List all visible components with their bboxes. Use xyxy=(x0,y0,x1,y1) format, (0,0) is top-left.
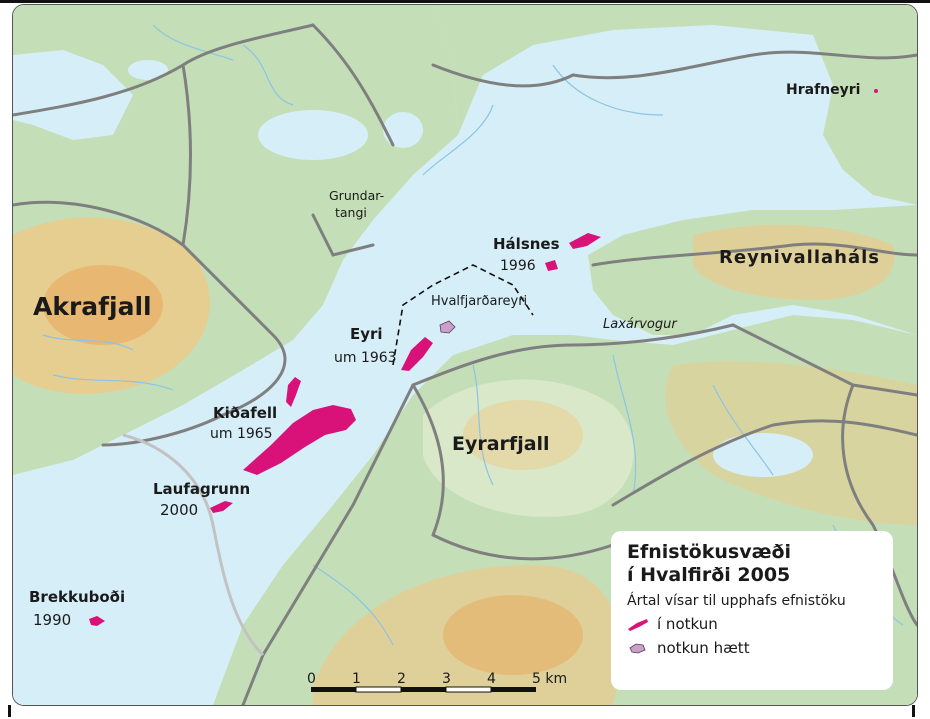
scale-segment-3 xyxy=(401,687,446,692)
map-canvas: Hrafneyri Grundar- tangi Hálsnes 1996 Re… xyxy=(13,5,917,705)
legend-closed-label: notkun hætt xyxy=(657,639,750,657)
legend-title-line1: Efnistökusvæði xyxy=(627,541,792,563)
map-frame: Hrafneyri Grundar- tangi Hálsnes 1996 Re… xyxy=(12,4,918,706)
crop-mark-left xyxy=(8,705,11,717)
grey-road xyxy=(122,433,265,657)
label-kidafell-year: um 1965 xyxy=(210,426,273,442)
label-laufagrunn-year: 2000 xyxy=(160,501,198,519)
extraction-area-halsnes xyxy=(569,233,601,249)
legend-row-closed: notkun hætt xyxy=(627,639,879,657)
label-laxarvogur: Laxárvogur xyxy=(603,317,678,332)
label-kidafell: Kiðafell xyxy=(213,404,277,422)
label-laufagrunn: Laufagrunn xyxy=(153,480,250,498)
scale-segment-2 xyxy=(355,686,402,693)
reynivallahals-highland xyxy=(693,224,895,300)
extraction-area-kidafell-north xyxy=(286,377,301,407)
scale-tick-5: 5 km xyxy=(532,671,567,687)
legend-title-line2: í Hvalfirði 2005 xyxy=(627,564,791,586)
small-lake-2 xyxy=(258,110,368,160)
closed-area-swatch-icon xyxy=(629,643,646,654)
small-lake-1 xyxy=(128,60,168,80)
label-grundartangi-2: tangi xyxy=(335,205,367,220)
label-brekkubodi-year: 1990 xyxy=(33,611,71,629)
label-hvalfjardareyri: Hvalfjarðareyri xyxy=(431,294,527,309)
extraction-area-hvalfjardareyri xyxy=(439,320,456,334)
scale-tick-3: 3 xyxy=(442,671,451,687)
top-border-line xyxy=(0,0,930,3)
scale-tick-0: 0 xyxy=(307,671,316,687)
akrafjall-peak xyxy=(43,265,163,345)
scale-bar: 0 1 2 3 4 5 km xyxy=(307,671,567,693)
scale-segment-1 xyxy=(311,687,356,692)
label-reynivallahals: Reynivallaháls xyxy=(719,247,880,268)
legend-active-label: í notkun xyxy=(657,615,718,633)
north-inlet xyxy=(13,50,133,140)
scale-tick-4: 4 xyxy=(487,671,496,687)
extraction-area-halsnes-small xyxy=(545,260,558,271)
label-hrafneyri: Hrafneyri xyxy=(786,82,860,98)
dashed-boundary xyxy=(392,264,534,366)
label-eyrarfjall: Eyrarfjall xyxy=(452,433,550,455)
extraction-area-eyri xyxy=(401,337,433,371)
legend-subtitle: Ártal vísar til upphafs efnistöku xyxy=(627,593,846,609)
active-area-swatch-icon xyxy=(628,619,648,631)
extraction-area-kidafell xyxy=(243,405,356,475)
extraction-area-laufagrunn xyxy=(210,501,233,513)
label-eyri-year: um 1963 xyxy=(334,350,397,366)
label-grundartangi-1: Grundar- xyxy=(329,188,384,203)
label-eyri: Eyri xyxy=(350,325,383,343)
extraction-area-hrafneyri xyxy=(874,89,878,93)
east-lake xyxy=(713,433,813,477)
legend-row-active: í notkun xyxy=(627,615,879,633)
label-halsnes-year: 1996 xyxy=(500,258,536,274)
map-legend: Efnistökusvæði í Hvalfirði 2005 Ártal ví… xyxy=(611,531,893,690)
scale-tick-1: 1 xyxy=(352,671,361,687)
label-brekkubodi: Brekkuboði xyxy=(29,588,125,606)
crop-mark-right xyxy=(912,705,915,717)
label-halsnes: Hálsnes xyxy=(493,235,560,253)
north-land xyxy=(433,5,917,135)
scale-segment-5 xyxy=(491,687,536,692)
eyrarfjall-highland xyxy=(463,400,583,470)
scale-tick-2: 2 xyxy=(397,671,406,687)
scale-segment-4 xyxy=(445,686,492,693)
north-east-land xyxy=(813,25,917,205)
place-labels: Hrafneyri Grundar- tangi Hálsnes 1996 Re… xyxy=(29,82,880,629)
small-lake-3 xyxy=(383,112,423,148)
label-akrafjall: Akrafjall xyxy=(33,292,152,321)
extraction-area-brekkubodi xyxy=(89,616,105,626)
south-west-water xyxy=(13,445,228,705)
south-peak xyxy=(443,595,583,675)
eyrarfjall-area xyxy=(423,379,634,517)
